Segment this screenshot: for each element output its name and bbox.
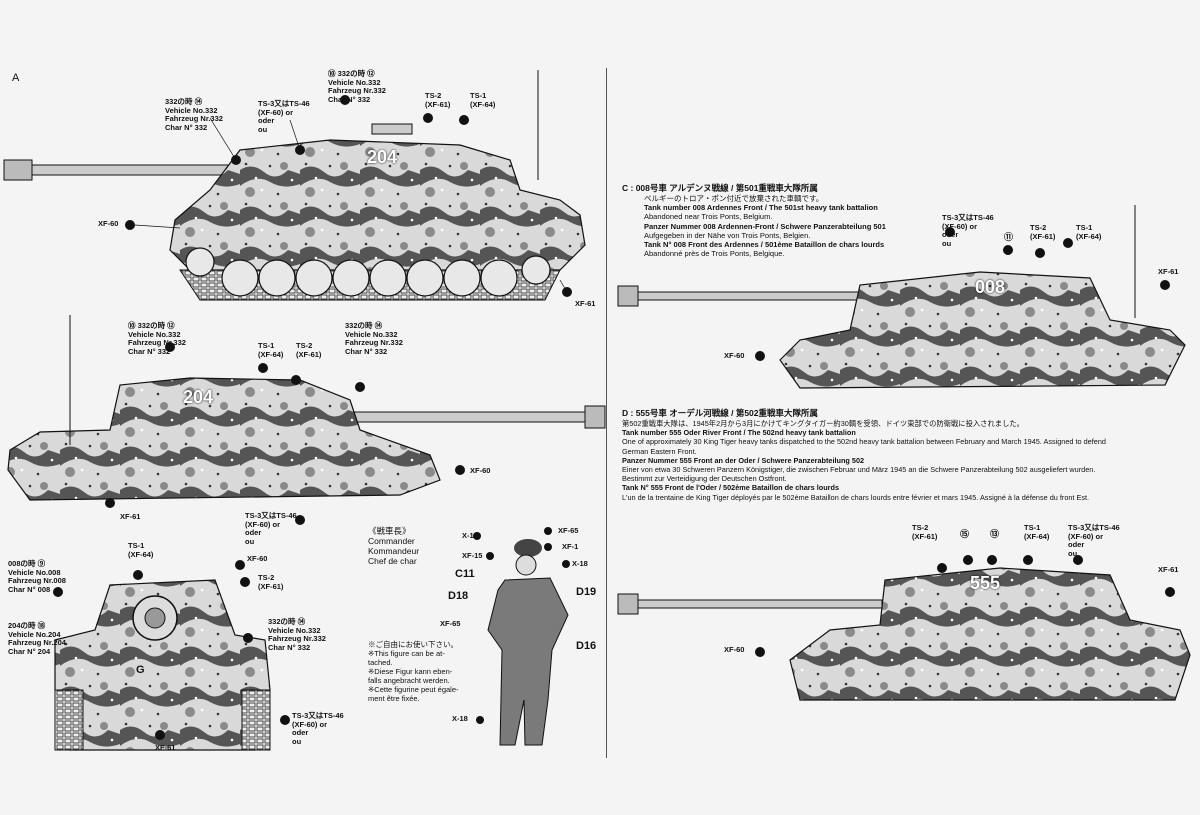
callout-ts1: TS-1 (XF-64) (1024, 523, 1050, 541)
callout-xf61: XF-61 (120, 512, 141, 521)
tank-number-204-b: 204 (183, 387, 214, 407)
section-c-title: C : 008号車 アルデンヌ戦線 / 第501重戦車大隊所属 (622, 183, 818, 193)
callout-ts2: TS-2 (XF-61) (296, 341, 322, 359)
figure-label: X-18 (572, 559, 588, 568)
callout-xf60: XF-60 (470, 466, 491, 475)
callout-ts3: TS-3又はTS-46 (XF-60) or oder ou (942, 213, 994, 248)
callout-ts2: TS-2 (XF-61) (425, 91, 451, 109)
callout-xf61: XF-61 (155, 743, 176, 752)
callout-ts2: TS-2 (XF-61) (912, 523, 938, 541)
hull-letter-g: G (136, 664, 145, 676)
callout-vehicle-332: 332の時 ⑭ Vehicle No.332 Fahrzeug Nr.332 C… (345, 321, 403, 356)
callout-marker-11: ⑪ (1004, 232, 1014, 242)
callout-ts2: TS-2 (XF-61) (1030, 223, 1056, 241)
callout-xf61: XF-61 (575, 299, 596, 308)
figure-label: X-18 (452, 714, 468, 723)
callout-ts3: TS-3又はTS-46 (XF-60) or oder ou (292, 711, 344, 746)
section-d-description: 第502重戦車大隊は、1945年2月から3月にかけてキングタイガー約30輌を受領… (622, 419, 1106, 502)
callout-ts1: TS-1 (XF-64) (128, 541, 154, 559)
figure-label: XF-65 (440, 619, 461, 628)
callout-vehicle-008: 008の時 ⑨ Vehicle No.008 Fahrzeug Nr.008 C… (8, 559, 66, 594)
figure-label: X-18 (462, 531, 478, 540)
section-a-letter: A (12, 72, 20, 84)
tank-c-side (617, 205, 1186, 389)
callout-xf61: XF-61 (1158, 267, 1179, 276)
callout-xf60: XF-60 (98, 219, 119, 228)
callout-xf60: XF-60 (724, 645, 745, 654)
callout-ts1: TS-1 (XF-64) (1076, 223, 1102, 241)
callout-ts3: TS-3又はTS-46 (XF-60) or oder ou (258, 99, 310, 134)
callout-ts3: TS-3又はTS-46 (XF-60) or oder ou (1068, 523, 1120, 558)
tank-a-left-side (3, 70, 586, 301)
callout-xf61: XF-61 (1158, 565, 1179, 574)
figure-label: D18 (448, 590, 469, 602)
tank-a-front-view (53, 560, 290, 751)
callout-vehicle-332: 332の時 ⑭ Vehicle No.332 Fahrzeug Nr.332 C… (268, 617, 326, 652)
callout-vehicle-332: ⑩ 332の時 ⑫ Vehicle No.332 Fahrzeug Nr.332… (328, 69, 386, 104)
commander-figure (473, 527, 570, 746)
callout-ts1: TS-1 (XF-64) (470, 91, 496, 109)
figure-label: XF-65 (558, 526, 579, 535)
callout-ts2: TS-2 (XF-61) (258, 573, 284, 591)
figure-label: XF-15 (462, 551, 483, 560)
tank-number-555: 555 (970, 573, 1001, 593)
figure-label: XF-1 (562, 542, 579, 551)
callout-marker-15: ⑮ (960, 529, 970, 539)
section-d-title: D : 555号車 オーデル河戦線 / 第502重戦車大隊所属 (622, 408, 819, 418)
callout-xf60: XF-60 (724, 351, 745, 360)
callout-vehicle-332: ⑩ 332の時 ⑫ Vehicle No.332 Fahrzeug Nr.332… (128, 321, 186, 356)
tank-a-right-side (7, 315, 606, 525)
callout-ts1: TS-1 (XF-64) (258, 341, 284, 359)
callout-xf60: XF-60 (247, 554, 268, 563)
commander-title: 《戦車長》 Commander Kommandeur Chef de char (368, 526, 420, 566)
figure-label: D19 (576, 586, 597, 598)
figure-label: C11 (455, 568, 475, 580)
callout-ts3: TS-3又はTS-46 (XF-60) or oder ou (245, 511, 297, 546)
figure-label: D16 (576, 640, 597, 652)
column-divider (606, 68, 607, 758)
tank-number-204-a: 204 (367, 147, 398, 167)
callout-marker-13: ⑬ (990, 529, 1000, 539)
section-c-description: ベルギーのトロア・ポン付近で放棄された車輌です。 Tank number 008… (644, 194, 886, 259)
callout-vehicle-332: 332の時 ⑭ Vehicle No.332 Fahrzeug Nr.332 C… (165, 97, 223, 132)
commander-note: ※ご自由にお使い下さい。 ※This figure can be at- tac… (368, 640, 459, 703)
tank-number-008: 008 (975, 277, 1006, 297)
tank-d-side (617, 555, 1191, 701)
callout-vehicle-204: 204の時 ⑱ Vehicle No.204 Fahrzeug Nr.204 C… (8, 621, 66, 656)
